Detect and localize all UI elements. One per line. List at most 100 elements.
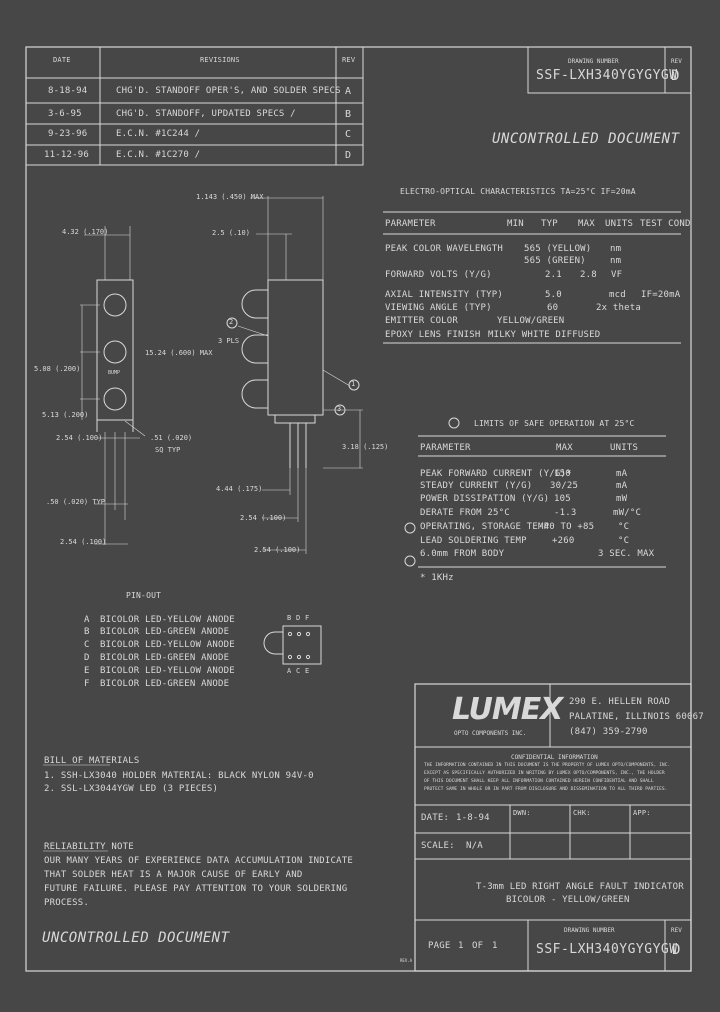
eo-header: TYP — [541, 219, 558, 229]
callout-number: 1 — [351, 380, 356, 388]
dim-label: 2.54 (.100) — [240, 514, 287, 522]
eo-cell: 5.0 — [545, 290, 562, 300]
scale-value: N/A — [466, 841, 483, 851]
rev-header-rev: REV — [342, 56, 356, 64]
chk-label: CHK: — [573, 809, 591, 817]
reliability-title: RELIABILITY NOTE — [44, 842, 134, 852]
pin-letter: B — [287, 614, 292, 622]
limits-cell: 105 — [554, 494, 571, 504]
eo-header: PARAMETER — [385, 219, 436, 229]
pinout-desc: BICOLOR LED-YELLOW ANODE — [100, 615, 235, 625]
app-label: APP: — [633, 809, 651, 817]
pinout-letter: E — [84, 666, 90, 676]
dim-label: 1.143 (.450) MAX — [196, 193, 264, 201]
dim-label: 15.24 (.600) MAX — [145, 349, 213, 357]
bump-label: BUMP — [108, 370, 121, 376]
eo-header: MIN — [507, 219, 524, 229]
dim-label: 3.18 (.125) — [342, 443, 389, 451]
limits-note: * 1KHz — [420, 573, 454, 583]
eo-cell: nm — [610, 256, 622, 266]
company-address: (847) 359-2790 — [569, 727, 648, 737]
drawing-number: SSF-LXH340YGYGYGW — [536, 942, 678, 957]
pin-letter: F — [305, 614, 310, 622]
eo-cell: 2.1 — [545, 270, 562, 280]
eo-cell: 2.8 — [580, 270, 597, 280]
eo-cell: EPOXY LENS FINISH — [385, 330, 481, 340]
eo-cell: PEAK COLOR WAVELENGTH — [385, 244, 503, 254]
date-label: DATE: — [421, 813, 450, 823]
eo-cell: VIEWING ANGLE (TYP) — [385, 303, 492, 313]
limits-cell: DERATE FROM 25°C — [420, 508, 510, 518]
eo-cell: EMITTER COLOR — [385, 316, 459, 326]
pinout-letter: F — [84, 679, 90, 689]
pin-letter: D — [296, 614, 301, 622]
limits-cell: 3 SEC. MAX — [598, 549, 655, 559]
eo-cell: 565 (GREEN) — [524, 256, 586, 266]
limits-cell: 150 — [554, 469, 571, 479]
limits-header: UNITS — [610, 443, 639, 453]
rev-label: REV — [671, 927, 682, 934]
of-label: OF — [472, 941, 484, 951]
pinout-desc: BICOLOR LED-GREEN ANODE — [100, 653, 230, 663]
dim-label: 3 PLS — [218, 337, 240, 345]
dim-label: SQ TYP — [155, 446, 181, 454]
company-address: 290 E. HELLEN ROAD — [569, 697, 671, 707]
limits-cell: mA — [616, 481, 628, 491]
pin-letter: A — [287, 667, 292, 675]
eo-cell: VF — [611, 270, 623, 280]
rev-row-rev: C — [345, 129, 352, 140]
reliability-line: FUTURE FAILURE. PLEASE PAY ATTENTION TO … — [44, 884, 348, 894]
dim-label: 4.32 (.170) — [62, 228, 109, 236]
rev-header-date: DATE — [53, 56, 71, 64]
confidential-line: THE INFORMATION CONTAINED IN THIS DOCUME… — [424, 763, 671, 768]
eo-cell: AXIAL INTENSITY (TYP) — [385, 290, 503, 300]
limits-cell: mW/°C — [613, 508, 642, 518]
pages-value: 1 — [492, 941, 498, 951]
bom-item: 1. SSH-LX3040 HOLDER MATERIAL: BLACK NYL… — [44, 771, 314, 781]
dim-label: 2.54 (.100) — [56, 434, 103, 442]
uncontrolled-document-top: UNCONTROLLED DOCUMENT — [492, 131, 680, 147]
pinout-desc: BICOLOR LED-GREEN ANODE — [100, 627, 230, 637]
limits-cell: 30/25 — [550, 481, 579, 491]
uncontrolled-document-bottom: UNCONTROLLED DOCUMENT — [42, 930, 230, 946]
eo-header: TEST COND — [640, 219, 691, 229]
pinout-letter: C — [84, 640, 90, 650]
callout-number: 3 — [337, 405, 342, 413]
bom-title: BILL OF MATERIALS — [44, 756, 140, 766]
top-rev-label: REV — [671, 58, 682, 65]
top-rev: D — [671, 68, 680, 84]
page-label: PAGE — [428, 941, 451, 951]
eo-cell: mcd — [609, 290, 626, 300]
limits-header: PARAMETER — [420, 443, 471, 453]
limits-cell: LEAD SOLDERING TEMP — [420, 536, 527, 546]
company-logo-sub: OPTO COMPONENTS INC. — [454, 730, 527, 737]
rev-row-desc: E.C.N. #1C244 / — [116, 129, 201, 139]
company-address: PALATINE, ILLINOIS 60067 — [569, 712, 704, 722]
limits-cell: OPERATING, STORAGE TEMP — [420, 522, 550, 532]
rev-row-date: 3-6-95 — [48, 109, 82, 119]
eo-header: UNITS — [605, 219, 634, 229]
eo-cell: 565 (YELLOW) — [524, 244, 592, 254]
date-value: 1-8-94 — [456, 813, 490, 823]
limits-title: LIMITS OF SAFE OPERATION AT 25°C — [474, 419, 635, 428]
limits-cell: -1.3 — [554, 508, 577, 518]
top-drawing-number: SSF-LXH340YGYGYGW — [536, 68, 678, 83]
limits-cell: °C — [618, 536, 630, 546]
dim-label: .50 (.020) TYP — [46, 498, 106, 506]
limits-cell: +260 — [552, 536, 575, 546]
pinout-letter: A — [84, 615, 90, 625]
pinout-desc: BICOLOR LED-GREEN ANODE — [100, 679, 230, 689]
rev-row-desc: CHG'D. STANDOFF OPER'S, AND SOLDER SPECS — [116, 86, 341, 96]
dim-label: 2.54 (.100) — [254, 546, 301, 554]
eo-cell: 60 — [547, 303, 559, 313]
confidential-line: EXCEPT AS SPECIFICALLY AUTHORIZED IN WRI… — [424, 771, 665, 776]
dwn-label: DWN: — [513, 809, 531, 817]
top-drawing-number-label: DRAWING NUMBER — [568, 58, 619, 65]
rev-row-rev: A — [345, 86, 352, 97]
rev-row-date: 9-23-96 — [48, 129, 88, 139]
rev-row-date: 11-12-96 — [44, 150, 89, 160]
reliability-line: THAT SOLDER HEAT IS A MAJOR CAUSE OF EAR… — [44, 870, 303, 880]
limits-cell: °C — [618, 522, 630, 532]
callout-number: 2 — [229, 318, 234, 326]
eo-cell: 2x theta — [596, 303, 641, 313]
